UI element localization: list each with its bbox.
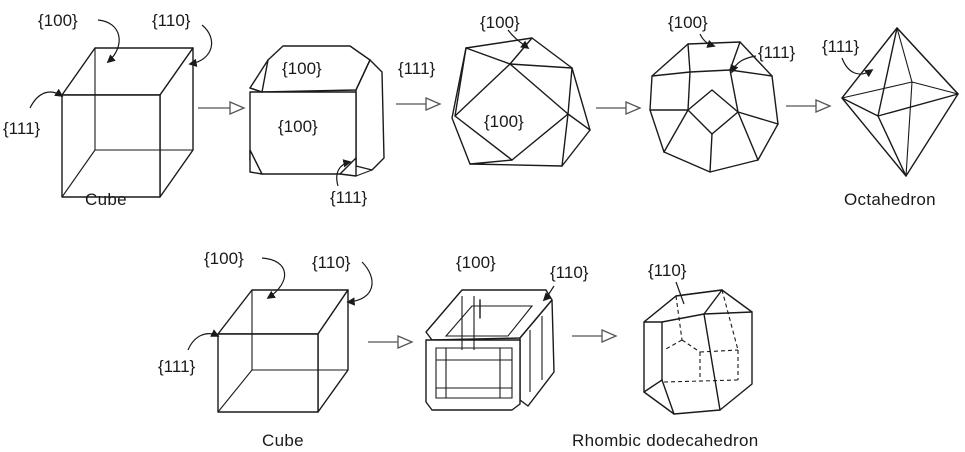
- cube-bottom-label-111: {111}: [158, 357, 196, 376]
- transition-arrow-3: [596, 101, 642, 115]
- cube-top-caption: Cube: [85, 190, 127, 209]
- leader-line: [675, 281, 685, 305]
- rhombic-dodecahedron: [643, 289, 753, 415]
- cuboctahedron-label-100-center: {100}: [484, 112, 524, 131]
- truncated-cube-corner-facet: [249, 149, 263, 175]
- leader-arrow: [187, 329, 220, 351]
- leader-arrow: [841, 57, 874, 78]
- cube-bottom-label-110: {110}: [312, 253, 351, 272]
- transition-arrow-2: [396, 97, 442, 111]
- leader-arrow: [699, 33, 716, 48]
- cube-bottom-caption: Cube: [262, 431, 304, 450]
- cube-top-label-111: {111}: [3, 119, 41, 138]
- truncated-cube-label-100-top: {100}: [282, 59, 322, 78]
- transition-arrow-5: [368, 335, 414, 349]
- rhombic-dodecahedron-caption: Rhombic dodecahedron: [572, 431, 759, 450]
- cube-top-label-110: {110}: [152, 11, 191, 30]
- leader-arrow: [97, 19, 120, 64]
- transition-arrow-1: [198, 101, 246, 115]
- leader-arrow: [507, 29, 530, 50]
- leader-arrow: [542, 285, 555, 302]
- cube-top: [61, 47, 194, 198]
- transition-arrow-4: [786, 99, 832, 113]
- octahedron-label-111: {111}: [822, 37, 860, 56]
- truncated-octahedron-label-111: {111}: [758, 43, 796, 62]
- leader-arrow: [346, 261, 373, 306]
- rhombic-dodecahedron-label-110: {110}: [648, 261, 687, 280]
- truncated-cube-label-111: {111}: [330, 188, 368, 207]
- beveled-cube-label-110: {110}: [550, 263, 589, 282]
- truncated-octahedron-label-100: {100}: [668, 13, 708, 32]
- octahedron-caption: Octahedron: [844, 190, 936, 209]
- leader-arrow: [188, 24, 213, 68]
- cube-bottom-label-100: {100}: [204, 249, 244, 268]
- cube-bottom: [217, 289, 349, 413]
- cube-front-face: [61, 94, 161, 198]
- rhombic-dodecahedron-top-face: [643, 289, 723, 323]
- truncated-cube: [249, 45, 385, 177]
- cuboctahedron-label-111: {111}: [398, 59, 436, 78]
- beveled-cube-front-face: [425, 339, 521, 411]
- cube-bottom-front-face: [217, 333, 319, 413]
- leader-arrow: [730, 55, 757, 74]
- leader-arrow: [29, 88, 64, 109]
- beveled-cube-label-100: {100}: [456, 253, 496, 272]
- cube-top-label-100: {100}: [38, 11, 78, 30]
- truncated-octahedron: [649, 41, 779, 173]
- cuboctahedron: [451, 37, 591, 167]
- leader-arrow: [261, 257, 286, 299]
- cuboctahedron-label-100-top: {100}: [480, 13, 520, 32]
- transition-arrow-6: [572, 329, 618, 343]
- leader-arrow: [336, 159, 352, 187]
- octahedron: [841, 27, 959, 177]
- truncated-cube-label-100-front: {100}: [278, 117, 318, 136]
- beveled-cube: [425, 289, 555, 411]
